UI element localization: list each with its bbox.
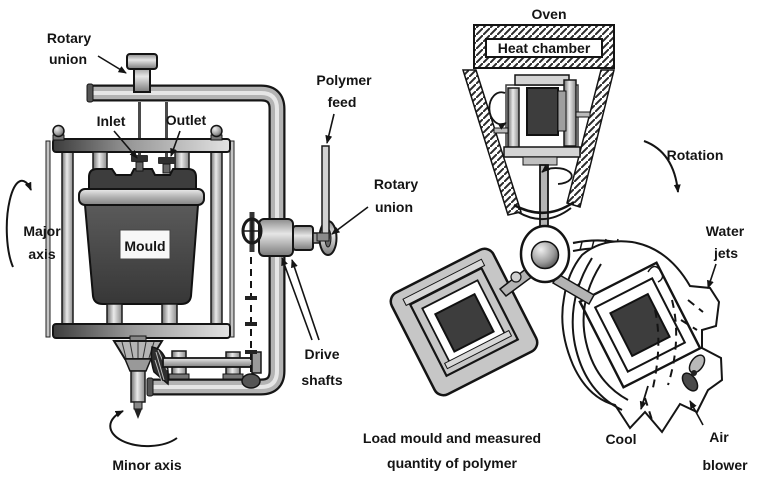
oven-box: Heat chamber: [473, 24, 615, 69]
air-blower-fan: [681, 354, 706, 392]
drive-shafts-arrow-2: [291, 259, 320, 341]
air-blower-label-1: Air: [709, 429, 729, 445]
mould-drawing: Mould: [78, 168, 205, 305]
rotary-union-top-label-2: union: [49, 51, 87, 67]
rotary-union-top-arrow: [97, 55, 127, 74]
rotary-union-side-arrow: [331, 206, 369, 235]
rotary-union-side-label-2: union: [375, 199, 413, 215]
bolt-right: [210, 124, 223, 141]
oven-wall-left: [461, 69, 522, 216]
inlet-label: Inlet: [97, 113, 126, 129]
carousel-process-drawing: Heat chamber: [389, 24, 724, 434]
mould-label: Mould: [124, 238, 165, 254]
oven-label: Oven: [531, 6, 566, 22]
minor-axis-rotation-arrow: [109, 410, 178, 448]
heat-chamber-box: [485, 38, 603, 58]
left-machine-labels: Rotary union Inlet Outlet Polymer feed R…: [23, 30, 418, 473]
top-plate: [52, 138, 231, 153]
drive-shafts-arrow-1: [281, 257, 313, 341]
mould-label-box: [119, 229, 171, 260]
horizontal-drive-shaft: [162, 350, 262, 380]
heat-chamber-label: Heat chamber: [498, 40, 591, 56]
shaft-rotation-arrow: [541, 164, 573, 185]
drive-shafts-label-1: Drive: [304, 346, 339, 362]
rotary-union-top-part: [126, 53, 158, 93]
polymer-feed-label-1: Polymer: [316, 72, 372, 88]
major-axis-rotation-arrow: [5, 179, 32, 268]
carousel-hub: [519, 224, 571, 284]
major-axis-label-2: axis: [28, 246, 55, 262]
cool-flow-arrow: [639, 385, 649, 410]
rotary-union-side-label-1: Rotary: [374, 176, 419, 192]
outlet-fitting: [158, 157, 175, 174]
rotation-arrow: [643, 140, 681, 193]
oven-mould-rig: [488, 74, 591, 166]
water-jets-label-2: jets: [713, 245, 738, 261]
valve-wheel: [241, 212, 263, 252]
polymer-feed-arrow: [325, 113, 335, 144]
rotary-union-top-label-1: Rotary: [47, 30, 92, 46]
polymer-feed-rod: [316, 145, 330, 242]
water-jets-arrow: [707, 263, 717, 289]
rotation-label: Rotation: [667, 147, 724, 163]
cooling-chamber: [561, 240, 724, 434]
bolt-left: [52, 124, 65, 141]
inlet-arrow: [113, 130, 138, 159]
air-blower-arrow: [689, 400, 704, 426]
right-carousel-labels: Oven Rotation Water jets Cool Air blower…: [363, 6, 748, 473]
oven-mould-rotation-arrow: [488, 91, 507, 130]
major-axis-label-1: Major: [23, 223, 61, 239]
water-jets-label-1: Water: [706, 223, 745, 239]
cool-label: Cool: [605, 431, 636, 447]
air-blower-label-2: blower: [702, 457, 748, 473]
load-station-label-1: Load mould and measured: [363, 430, 541, 446]
oven-wall-right: [566, 69, 615, 208]
bevel-gear-drive: [112, 335, 169, 419]
load-station-label-2: quantity of polymer: [387, 455, 517, 471]
load-station: [389, 247, 539, 397]
outlet-label: Outlet: [166, 112, 207, 128]
chain-drive: [241, 257, 261, 389]
drive-shafts-label-2: shafts: [301, 372, 342, 388]
polymer-feed-label-2: feed: [328, 94, 357, 110]
minor-axis-label: Minor axis: [112, 457, 181, 473]
outlet-arrow: [170, 130, 181, 157]
